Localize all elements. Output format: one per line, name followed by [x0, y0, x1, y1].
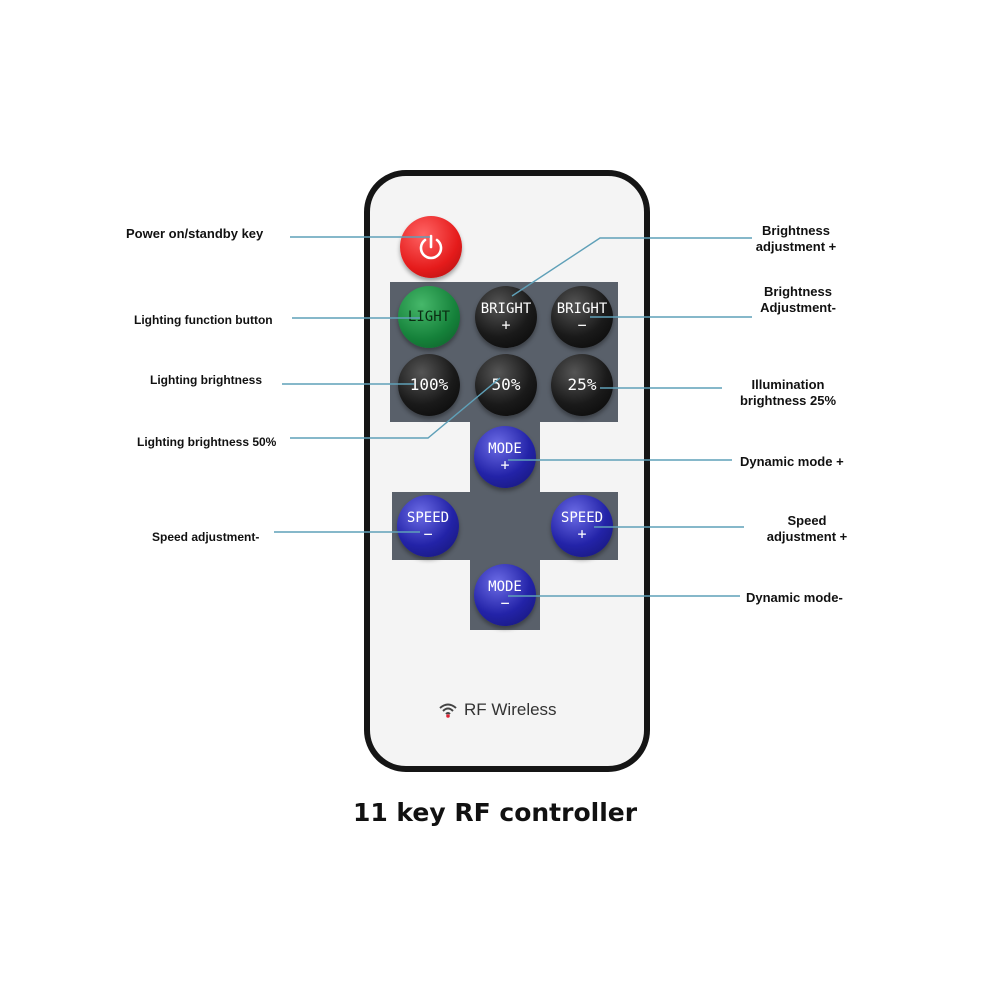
callout-speed-plus-line1: Speed	[787, 513, 827, 528]
leader-bright-plus	[511, 237, 752, 297]
speed-plus-button[interactable]: SPEED +	[551, 495, 613, 557]
callout-bright-plus-line2: adjustment +	[755, 239, 837, 254]
diagram-caption: 11 key RF controller	[352, 798, 638, 827]
brightness-25-button[interactable]: 25%	[551, 354, 613, 416]
bright-minus-sign: −	[577, 316, 587, 334]
brightness-50-label: 50%	[491, 375, 521, 394]
callout-power: Power on/standby key	[126, 226, 264, 241]
callout-mode-minus: Dynamic mode-	[746, 590, 843, 605]
speed-minus-label: SPEED	[406, 510, 450, 526]
callout-brightness-50: Lighting brightness 50%	[137, 435, 277, 449]
callout-brightness-25-line1: Illumination	[751, 377, 825, 392]
light-button-label: LIGHT	[407, 309, 451, 325]
mode-minus-button[interactable]: MODE −	[474, 564, 536, 626]
bright-plus-sign: +	[501, 316, 511, 334]
speed-minus-button[interactable]: SPEED −	[397, 495, 459, 557]
light-button[interactable]: LIGHT	[398, 286, 460, 348]
rf-wireless-label: RF Wireless	[438, 700, 557, 720]
power-icon	[419, 234, 443, 260]
callout-bright-plus: Brightness adjustment +	[744, 223, 848, 255]
brightness-50-button[interactable]: 50%	[475, 354, 537, 416]
callout-bright-plus-line1: Brightness	[762, 223, 830, 238]
speed-plus-label: SPEED	[560, 510, 604, 526]
bright-plus-button[interactable]: BRIGHT +	[475, 286, 537, 348]
mode-plus-sign: +	[500, 456, 510, 474]
callout-bright-minus-line2: Adjustment-	[760, 300, 836, 315]
callout-brightness-25-line2: brightness 25%	[739, 393, 837, 408]
callout-bright-minus-line1: Brightness	[764, 284, 832, 299]
mode-minus-sign: −	[500, 594, 510, 612]
brightness-25-label: 25%	[567, 375, 597, 394]
callout-speed-minus: Speed adjustment-	[152, 530, 260, 544]
bright-minus-label: BRIGHT	[556, 301, 608, 317]
callout-lighting-brightness: Lighting brightness	[150, 373, 262, 387]
bright-plus-label: BRIGHT	[480, 301, 532, 317]
brightness-100-button[interactable]: 100%	[398, 354, 460, 416]
callout-speed-plus-line2: adjustment +	[766, 529, 848, 544]
mode-minus-label: MODE	[488, 579, 522, 595]
mode-plus-button[interactable]: MODE +	[474, 426, 536, 488]
wireless-signal-icon	[439, 703, 457, 718]
leader-brightness-50	[290, 377, 501, 439]
mode-plus-label: MODE	[488, 441, 522, 457]
callout-speed-plus: Speed adjustment +	[752, 513, 862, 545]
rf-wireless-text: RF Wireless	[464, 700, 557, 719]
callout-bright-minus: Brightness Adjustment-	[746, 284, 850, 316]
speed-minus-sign: −	[423, 525, 433, 543]
speed-plus-sign: +	[577, 525, 587, 543]
power-button[interactable]	[400, 216, 462, 278]
callout-brightness-25: Illumination brightness 25%	[726, 377, 850, 409]
callout-mode-plus: Dynamic mode +	[740, 454, 844, 469]
brightness-100-label: 100%	[409, 375, 449, 394]
callout-light: Lighting function button	[134, 313, 273, 327]
